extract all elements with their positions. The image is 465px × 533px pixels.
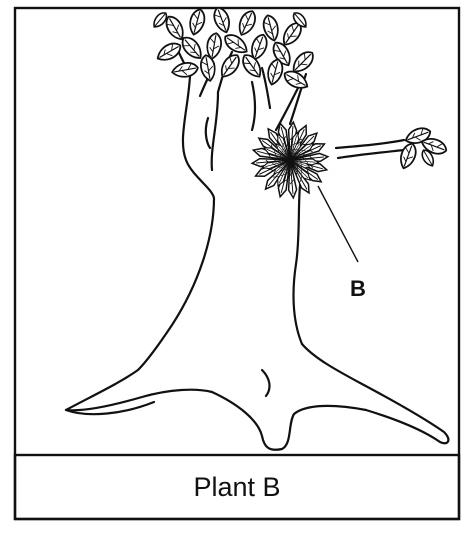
pointer-label-b: B [350,278,366,300]
label-pointer-line [318,186,358,262]
branch-leaves [397,125,448,170]
host-tree [66,46,448,450]
plant-b-cluster [252,122,328,198]
diagram-border [15,8,459,519]
diagram-caption: Plant B [15,455,459,519]
tree-crown-leaves [151,5,317,92]
